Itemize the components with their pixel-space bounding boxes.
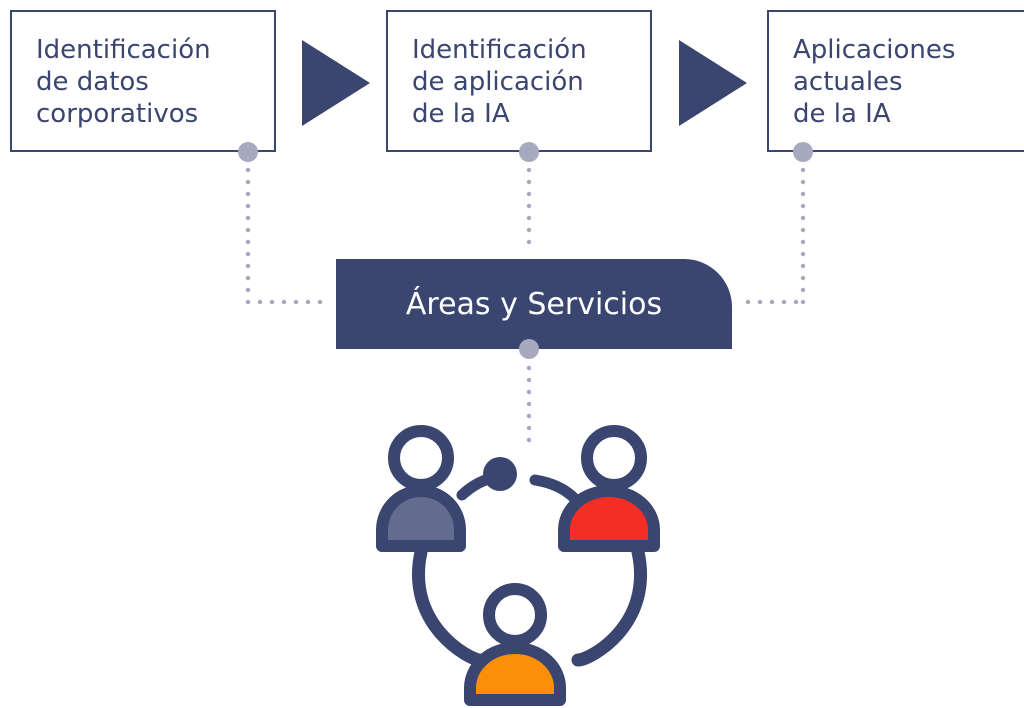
areas-services-label: Áreas y Servicios <box>405 286 663 322</box>
arrow-right-icon <box>679 40 747 126</box>
connector-right-vertical <box>800 167 806 305</box>
person-left <box>376 425 466 552</box>
link-node <box>483 457 517 491</box>
connector-bottom-vertical <box>526 365 532 443</box>
step-1-line-3: corporativos <box>36 99 199 129</box>
connector-dot-box1 <box>238 142 258 162</box>
areas-services-box: Áreas y Servicios <box>336 259 732 349</box>
step-3-line-1: Aplicaciones <box>793 35 956 65</box>
step-box-corporate-data: Identificación de datos corporativos <box>10 10 276 152</box>
connector-dot-box3 <box>793 142 813 162</box>
link-right <box>529 474 580 504</box>
connector-dot-box2 <box>519 142 539 162</box>
connector-dot-center <box>519 339 539 359</box>
arrow-right-icon <box>302 40 370 126</box>
person-right <box>558 425 660 552</box>
connector-middle-vertical <box>526 167 532 245</box>
step-2-line-1: Identificación <box>412 35 587 65</box>
connector-left-vertical <box>245 167 251 305</box>
step-3-line-2: actuales <box>793 67 903 97</box>
step-box-ai-application: Identificación de aplicación de la IA <box>386 10 652 152</box>
step-1-line-2: de datos <box>36 67 149 97</box>
step-1-line-1: Identificación <box>36 35 211 65</box>
step-2-line-3: de la IA <box>412 99 510 129</box>
step-3-line-3: de la IA <box>793 99 891 129</box>
step-2-line-2: de aplicación <box>412 67 584 97</box>
connector-left-horizontal <box>257 299 323 305</box>
team-arc <box>412 545 647 667</box>
connector-right-horizontal <box>745 299 799 305</box>
person-bottom <box>464 583 566 706</box>
step-box-current-ai-applications: Aplicaciones actuales de la IA <box>767 10 1024 152</box>
